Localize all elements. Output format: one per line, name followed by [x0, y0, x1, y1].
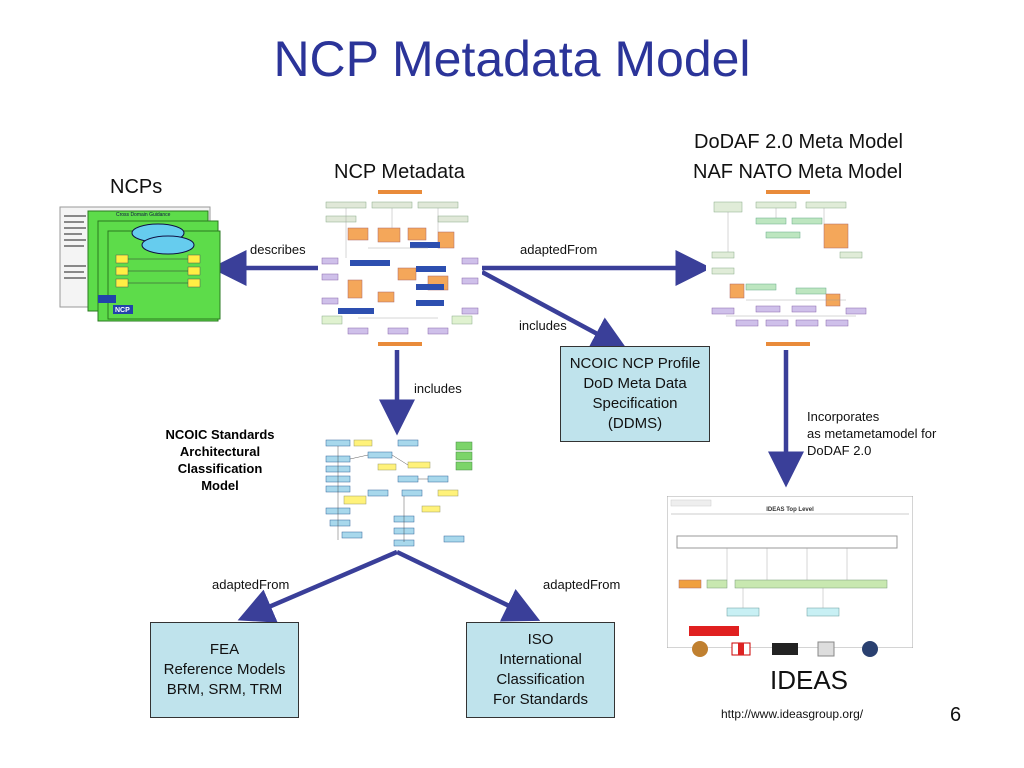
ncp-thumb-tag: NCP [115, 307, 130, 314]
ideas-label: IDEAS [770, 665, 849, 695]
standards-line4: Model [201, 478, 239, 493]
iso-box: ISO International Classification For Sta… [466, 622, 615, 718]
standards-line3: Classification [177, 461, 263, 476]
ncoic-profile-line2: DoD Meta Data [583, 375, 687, 392]
ncp-thumb-header: Cross Domain Guidance [116, 212, 171, 218]
edge-label-includes-profile: includes [519, 318, 567, 333]
ideas-logos [692, 641, 878, 657]
ncoic-profile-box: NCOIC NCP Profile DoD Meta Data Specific… [560, 346, 710, 442]
ncps-thumbnail: Cross Domain Guidance NCP [59, 206, 221, 322]
incorporates-line2: as metametamodel for [807, 426, 937, 441]
edge-label-includes-standards: includes [414, 381, 462, 396]
standards-line2: Architectural [179, 444, 261, 459]
standards-thumbnail [318, 436, 478, 550]
ncp-metadata-thumbnail [318, 188, 482, 350]
edge-label-adapted-fea: adaptedFrom [212, 577, 290, 592]
edge-label-adapted-iso: adaptedFrom [543, 577, 621, 592]
incorporates-line1: Incorporates [807, 409, 880, 424]
standards-label: NCOIC Standards Architectural Classifica… [150, 426, 290, 494]
ideas-url-link[interactable]: http://www.ideasgroup.org/ [721, 707, 864, 721]
fea-line3: BRM, SRM, TRM [166, 681, 283, 698]
ncoic-profile-line3: Specification [592, 395, 678, 412]
ncoic-profile-line1: NCOIC NCP Profile [569, 355, 701, 372]
ideas-thumbnail: IDEAS Top Level [667, 496, 913, 648]
fea-line1: FEA [209, 641, 240, 658]
page-title: NCP Metadata Model [273, 31, 751, 87]
dodaf-label-line1: DoDAF 2.0 Meta Model [694, 131, 903, 153]
page-number: 6 [950, 704, 962, 726]
ideas-thumb-header: IDEAS Top Level [766, 507, 814, 513]
edge-label-incorporates: Incorporates as metametamodel for DoDAF … [807, 408, 936, 459]
iso-line2: International [499, 651, 582, 668]
ncoic-profile-line4: (DDMS) [607, 415, 663, 432]
dodaf-label-line2: NAF NATO Meta Model [693, 161, 903, 183]
incorporates-line3: DoDAF 2.0 [807, 443, 872, 458]
standards-line1: NCOIC Standards [165, 427, 275, 442]
ncps-label: NCPs [110, 176, 163, 198]
fea-line2: Reference Models [163, 661, 286, 678]
arrow-adapted-fea [237, 549, 398, 623]
iso-line3: Classification [496, 671, 585, 688]
edge-label-describes: describes [250, 242, 306, 257]
ncp-metadata-label: NCP Metadata [334, 161, 465, 183]
edge-label-adapted-dodaf: adaptedFrom [520, 242, 598, 257]
dodaf-thumbnail [706, 188, 870, 350]
fea-box: FEA Reference Models BRM, SRM, TRM [150, 622, 299, 718]
iso-line4: For Standards [492, 691, 589, 708]
arrow-includes-profile [480, 270, 628, 351]
arrow-adapted-iso [396, 549, 541, 622]
iso-line1: ISO [527, 631, 554, 648]
